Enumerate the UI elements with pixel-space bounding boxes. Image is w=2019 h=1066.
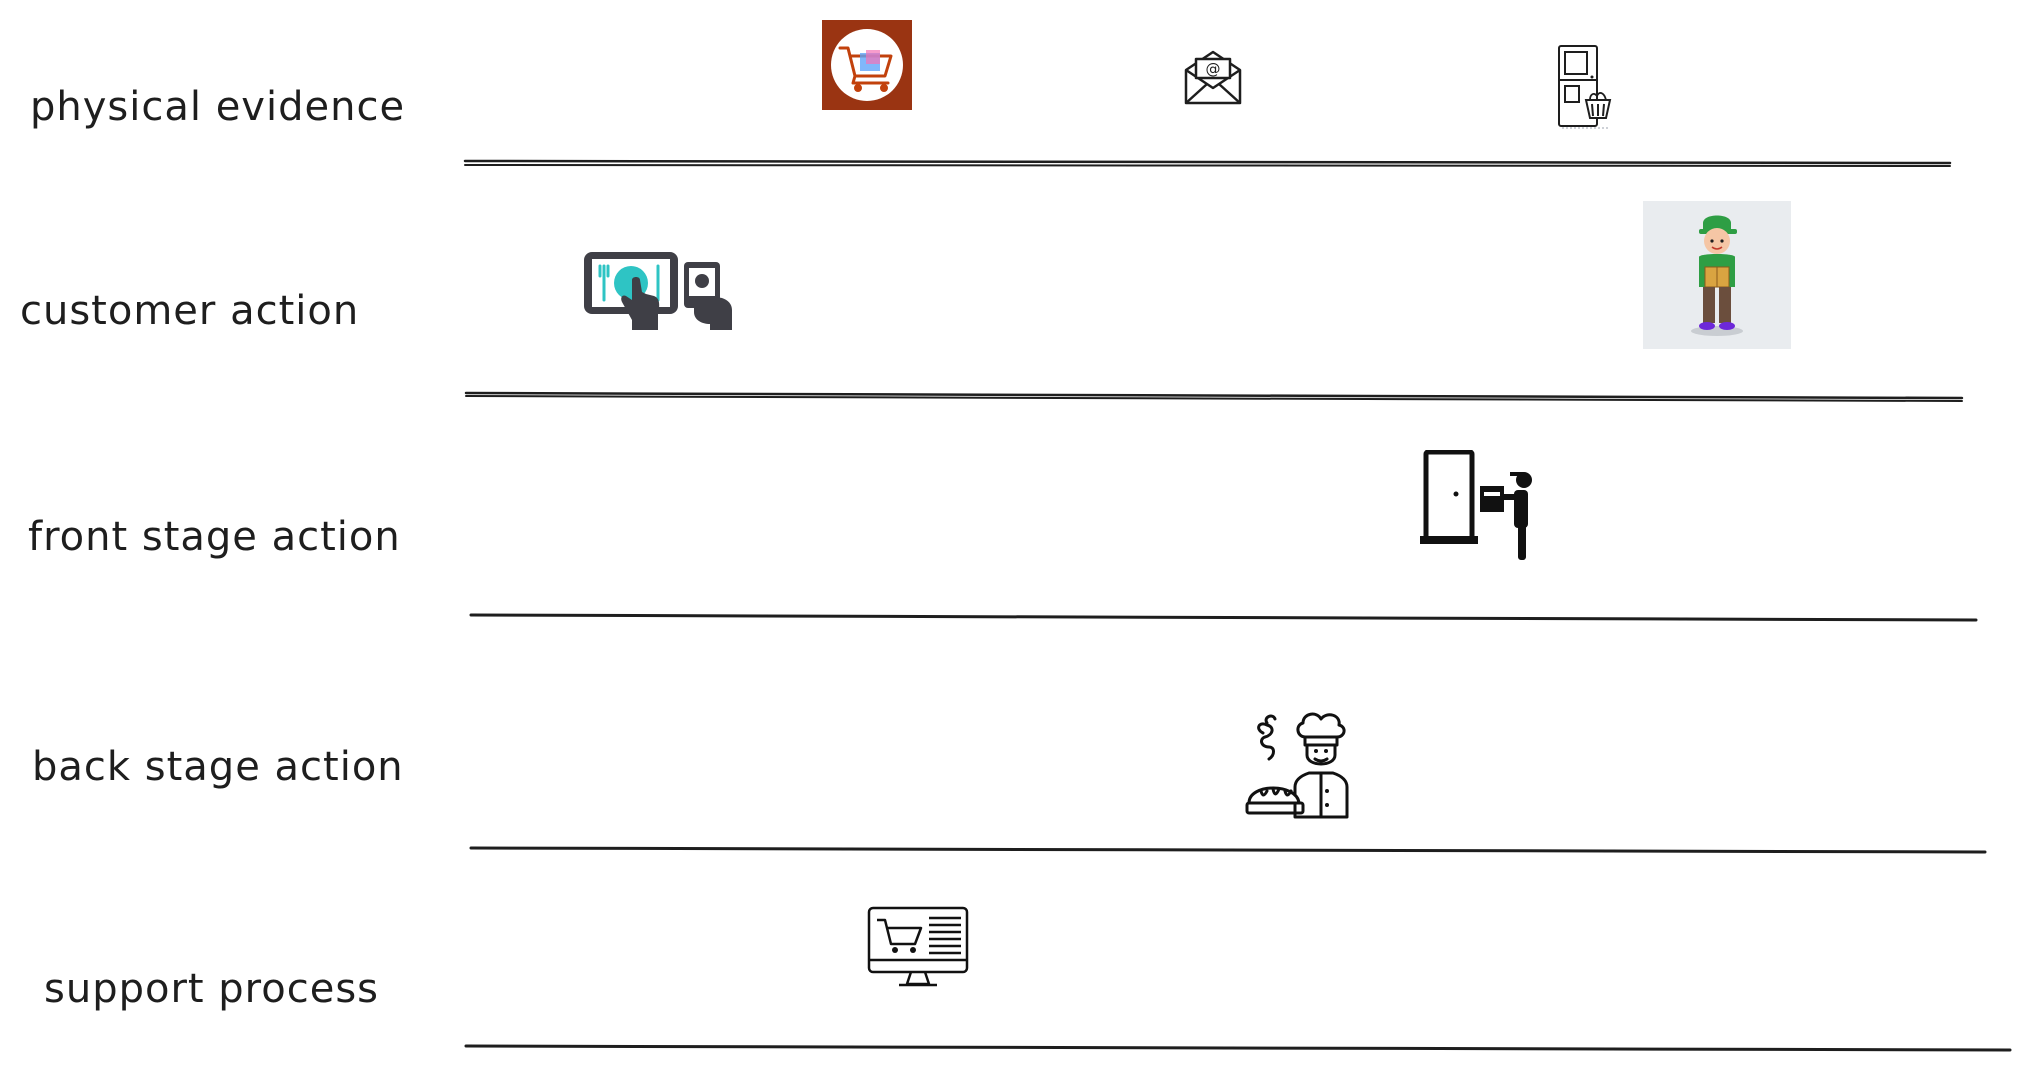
divider-line-3 [469, 613, 1978, 622]
chef-baking-icon [1245, 695, 1375, 819]
envelope-email-icon: @ [1183, 50, 1243, 106]
divider-line-1b [464, 164, 1951, 167]
fridge-grocery-icon [1556, 44, 1612, 130]
door-delivery-icon [1420, 450, 1538, 562]
divider-line-2 [464, 391, 1964, 400]
divider-line-2b [465, 395, 1963, 402]
tablet-order-and-pay-icon [582, 250, 736, 334]
delivery-courier-icon [1643, 201, 1791, 349]
divider-line-5 [464, 1044, 2012, 1052]
row-label-back-stage-action: back stage action [32, 744, 404, 790]
shopping-cart-app-icon [822, 20, 912, 110]
row-label-customer-action: customer action [20, 288, 360, 334]
monitor-online-store-icon [867, 906, 969, 988]
row-label-physical-evidence: physical evidence [30, 84, 406, 130]
row-label-support-process: support process [44, 966, 379, 1012]
divider-line-4 [469, 846, 1987, 854]
row-label-front-stage-action: front stage action [28, 514, 401, 560]
divider-line-1 [463, 159, 1952, 165]
svg-text:@: @ [1206, 60, 1221, 78]
